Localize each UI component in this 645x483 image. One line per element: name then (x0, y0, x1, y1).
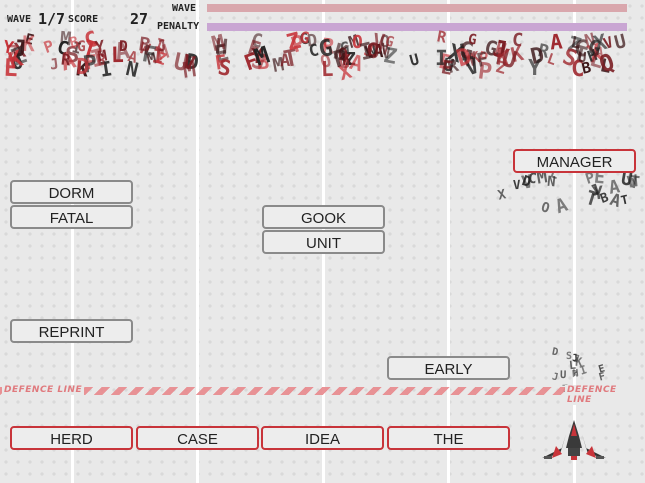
wave-bar-label: WAVE (172, 3, 197, 14)
debris-letter: X (496, 187, 508, 205)
penalty-label: PENALTY (157, 21, 200, 32)
debris-letter: G (466, 31, 479, 49)
enemy-word: FATAL (10, 205, 133, 229)
wave-value: 1/7 (38, 10, 66, 28)
debris-letter: R (59, 50, 72, 70)
wave-label: WAVE (7, 14, 32, 25)
wave-progress-bar (207, 4, 627, 12)
debris-letter: H (572, 367, 580, 379)
debris-letter: U (560, 368, 567, 381)
debris-letter: P (41, 35, 57, 57)
debris-letter: S (216, 55, 234, 83)
enemy-word: EARLY (387, 356, 510, 380)
enemy-word: UNIT (262, 230, 385, 254)
debris-letter: U (408, 50, 422, 71)
queue-word: HERD (10, 426, 133, 450)
enemy-word: DORM (10, 180, 133, 204)
lane-divider (71, 0, 74, 483)
debris-letter: J (48, 55, 60, 74)
debris-letter: J (550, 371, 559, 384)
queue-word: CASE (136, 426, 259, 450)
debris-letter: Y (527, 56, 541, 82)
lane-divider (573, 0, 576, 483)
defence-line-label: DEFENCE LINE (565, 385, 645, 405)
debris-letter: M (180, 57, 198, 85)
enemy-word-targeted: MANAGER (513, 149, 636, 173)
lane-divider (447, 0, 450, 483)
debris-letter: O (539, 199, 552, 217)
lane-divider (196, 0, 199, 483)
queue-word: THE (387, 426, 510, 450)
penalty-bar (207, 23, 627, 31)
debris-letter: U (577, 50, 587, 67)
debris-letter: K (494, 44, 512, 73)
queue-word: IDEA (261, 426, 384, 450)
debris-letter: D (75, 54, 90, 81)
spaceship-icon (542, 420, 606, 460)
defence-line-label: DEFENCE LINE (2, 385, 85, 395)
debris-letter: A (548, 28, 564, 55)
debris-letter: N (123, 56, 141, 83)
enemy-word: REPRINT (10, 319, 133, 343)
enemy-word: GOOK (262, 205, 385, 229)
score-value: 27 (130, 10, 149, 28)
debris-letter: D (551, 345, 560, 359)
defence-line (0, 387, 645, 395)
score-label: SCORE (68, 14, 99, 25)
debris-letter: Z (381, 42, 399, 70)
debris-letter: D (119, 37, 129, 56)
debris-letter: A (552, 193, 571, 219)
